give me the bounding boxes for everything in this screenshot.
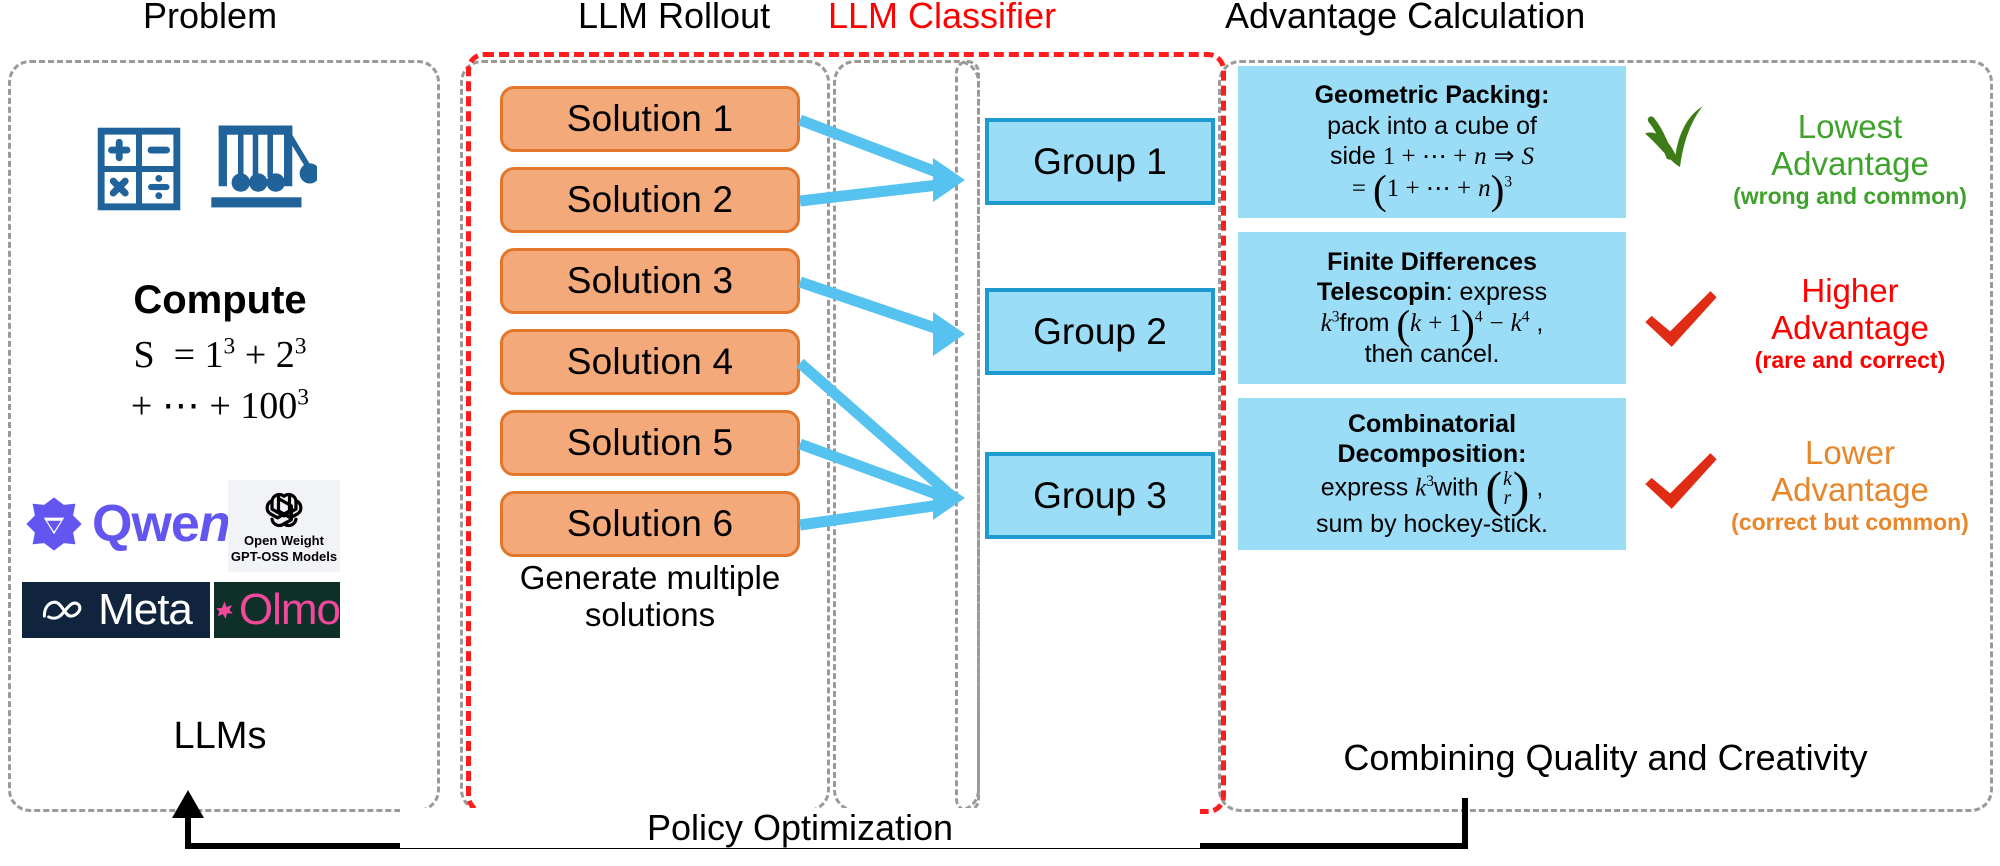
meta-infinity-icon — [42, 600, 82, 620]
formula-line-2: + ⋯ + 1003 — [130, 384, 310, 428]
logo-olmo: Olmo — [214, 582, 341, 638]
advantage-box-1-line-2: side 1 + ⋯ + n ⇒ S — [1329, 142, 1535, 170]
advantage-caption: Combining Quality and Creativity — [1343, 737, 1868, 778]
olmo-wordmark: Olmo — [238, 585, 341, 634]
openai-mark-icon — [265, 492, 303, 527]
rollout-caption-line-1: Generate multiple — [519, 559, 781, 596]
heading-llm-classifier: LLM Classifier — [828, 0, 1057, 36]
advantage-box-2-line-2: then cancel. — [1364, 340, 1500, 368]
advantage-box-3-subtitle: Decomposition: — [1337, 440, 1527, 469]
advantage-label-1-line-2: Advantage — [1771, 145, 1929, 183]
advantage-box-2-line-1: k3from (k + 1)4 − k4 , — [1320, 300, 1544, 347]
solution-chip-2[interactable]: Solution 2 — [500, 167, 800, 233]
advantage-box-1-title: Geometric Packing: — [1314, 81, 1550, 109]
solution-chip-1[interactable]: Solution 1 — [500, 86, 800, 152]
advantage-label-2-line-2: Advantage — [1771, 309, 1929, 347]
solution-chip-5[interactable]: Solution 5 — [500, 410, 800, 476]
green-check-icon — [1638, 100, 1716, 176]
advantage-box-3-title: Combinatorial — [1347, 409, 1517, 438]
advantage-label-1-note: (wrong and common) — [1733, 182, 1967, 209]
calculator-icon — [96, 126, 182, 212]
heading-llm-rollout: LLM Rollout — [578, 0, 771, 36]
newtons-cradle-icon — [205, 120, 317, 212]
advantage-box-3-line-2: sum by hockey-stick. — [1315, 509, 1548, 538]
problem-formula: S = 13 + 23 + ⋯ + 1003 — [0, 330, 440, 433]
panel-advantage — [1218, 60, 1993, 812]
logo-qwen: Qwen — [22, 492, 231, 556]
advantage-label-1: Lowest Advantage (wrong and common) — [1700, 108, 2000, 210]
red-check-icon-2 — [1642, 450, 1720, 512]
advantage-box-2: Finite Differences Telescopin: express k… — [1238, 232, 1626, 384]
advantage-label-2-line-1: Higher — [1801, 272, 1899, 309]
advantage-box-2-subtitle: Telescopin: express — [1317, 277, 1547, 308]
formula-line-1: S = 13 + 23 — [133, 333, 307, 376]
rollout-caption-line-2: solutions — [584, 595, 716, 633]
problem-caption: LLMs — [173, 715, 267, 757]
advantage-label-3-line-1: Lower — [1805, 434, 1895, 471]
rollout-caption: Generate multiple solutions — [455, 559, 845, 634]
policy-optimization-label: Policy Optimization — [400, 807, 1200, 849]
panel-problem — [8, 60, 440, 812]
heading-problem: Problem — [143, 0, 278, 36]
advantage-box-2-subtitle-rest: : express — [1445, 278, 1548, 306]
qwen-wordmark: Qwen — [92, 495, 231, 553]
gpt-oss-line-2: GPT-OSS Models — [230, 549, 338, 564]
advantage-box-3: Combinatorial Decomposition: express k3w… — [1238, 398, 1626, 550]
solution-chip-3[interactable]: Solution 3 — [500, 248, 800, 314]
meta-wordmark: Meta — [98, 585, 193, 634]
advantage-label-3-line-2: Advantage — [1771, 471, 1929, 509]
advantage-label-3-note: (correct but common) — [1731, 508, 1969, 535]
advantage-box-1: Geometric Packing: pack into a cube of s… — [1238, 66, 1626, 218]
group-box-2[interactable]: Group 2 — [985, 288, 1215, 375]
advantage-box-2-title: Finite Differences — [1327, 247, 1537, 276]
advantage-box-1-line-1: pack into a cube of — [1327, 111, 1537, 140]
advantage-label-1-line-1: Lowest — [1797, 108, 1903, 145]
qwen-mark-icon — [22, 494, 86, 554]
advantage-box-2-subtitle-bold: Telescopin — [1316, 278, 1446, 306]
group-box-1[interactable]: Group 1 — [985, 118, 1215, 205]
solution-chip-4[interactable]: Solution 4 — [500, 329, 800, 395]
group-box-3[interactable]: Group 3 — [985, 452, 1215, 539]
advantage-box-1-line-3: = (1 + ⋯ + n)3 — [1351, 165, 1513, 212]
logo-meta: Meta — [22, 582, 210, 638]
advantage-label-2-note: (rare and correct) — [1754, 346, 1946, 373]
compute-label: Compute — [133, 278, 307, 322]
logo-gpt-oss: Open Weight GPT-OSS Models — [228, 480, 340, 572]
advantage-label-2: Higher Advantage (rare and correct) — [1700, 272, 2000, 374]
heading-advantage-calculation: Advantage Calculation — [1225, 0, 1586, 36]
classifier-arrows — [796, 114, 965, 531]
red-check-icon-1 — [1642, 288, 1720, 350]
olmo-mark-icon — [216, 601, 233, 619]
solution-chip-6[interactable]: Solution 6 — [500, 491, 800, 557]
advantage-label-3: Lower Advantage (correct but common) — [1700, 434, 2000, 536]
gpt-oss-line-1: Open Weight — [244, 532, 324, 548]
